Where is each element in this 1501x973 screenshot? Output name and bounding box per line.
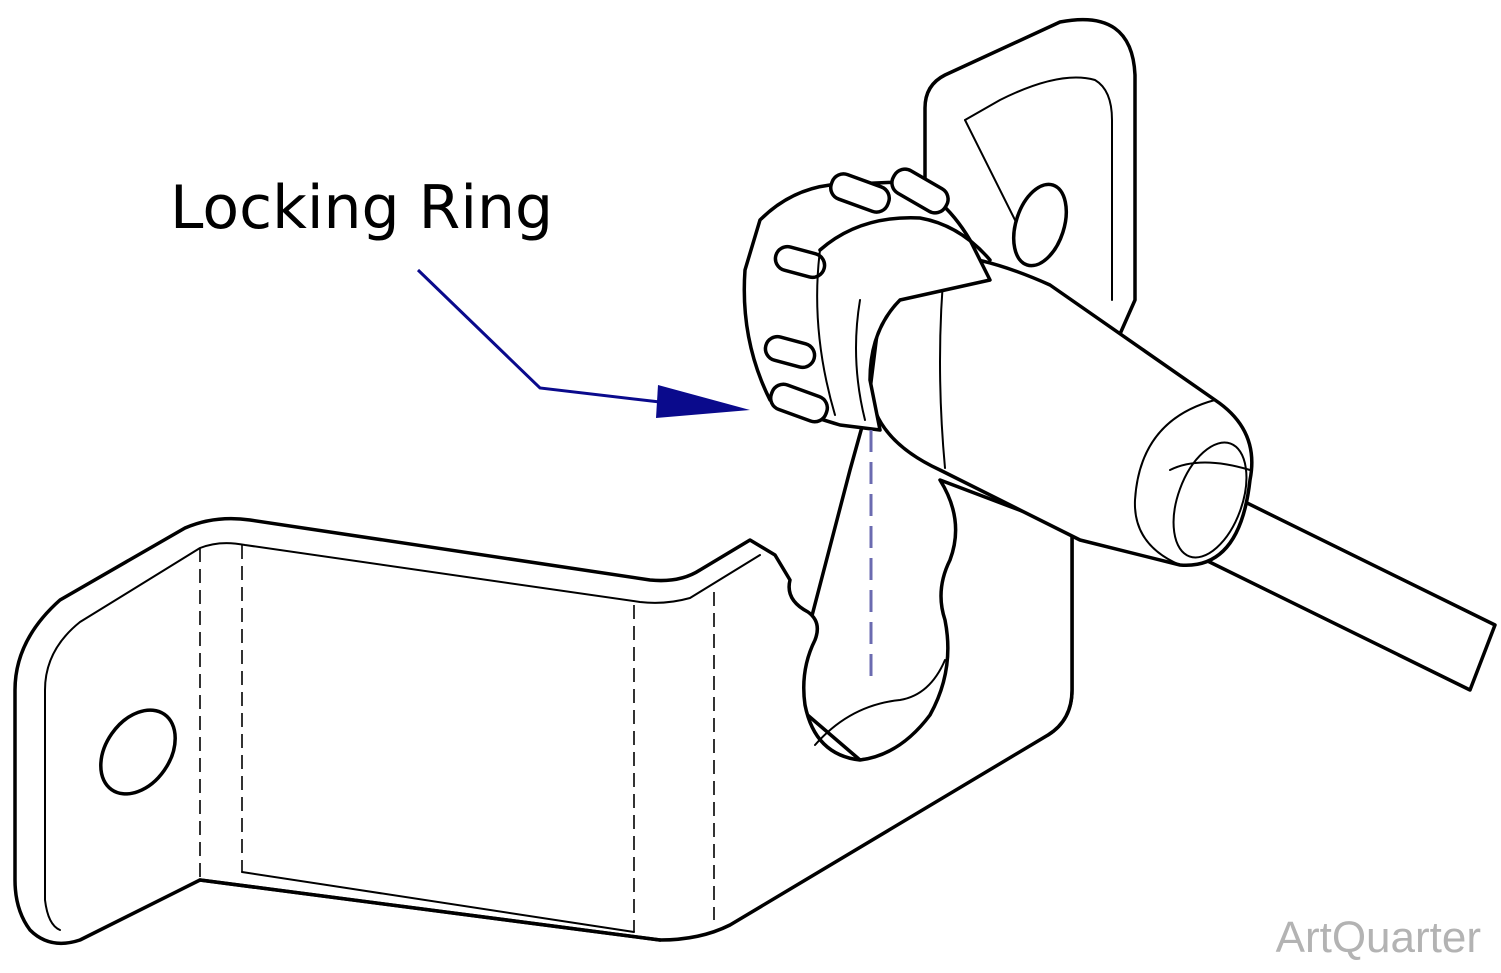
arrowhead-icon	[656, 385, 750, 418]
locking-ring-label: Locking Ring	[170, 173, 554, 243]
bracket-base	[13, 478, 1074, 946]
watermark-logo: ArtQuarter	[1275, 913, 1481, 962]
callout-leader	[416, 268, 873, 680]
leader-line	[416, 268, 661, 404]
locking-ring	[742, 167, 992, 432]
